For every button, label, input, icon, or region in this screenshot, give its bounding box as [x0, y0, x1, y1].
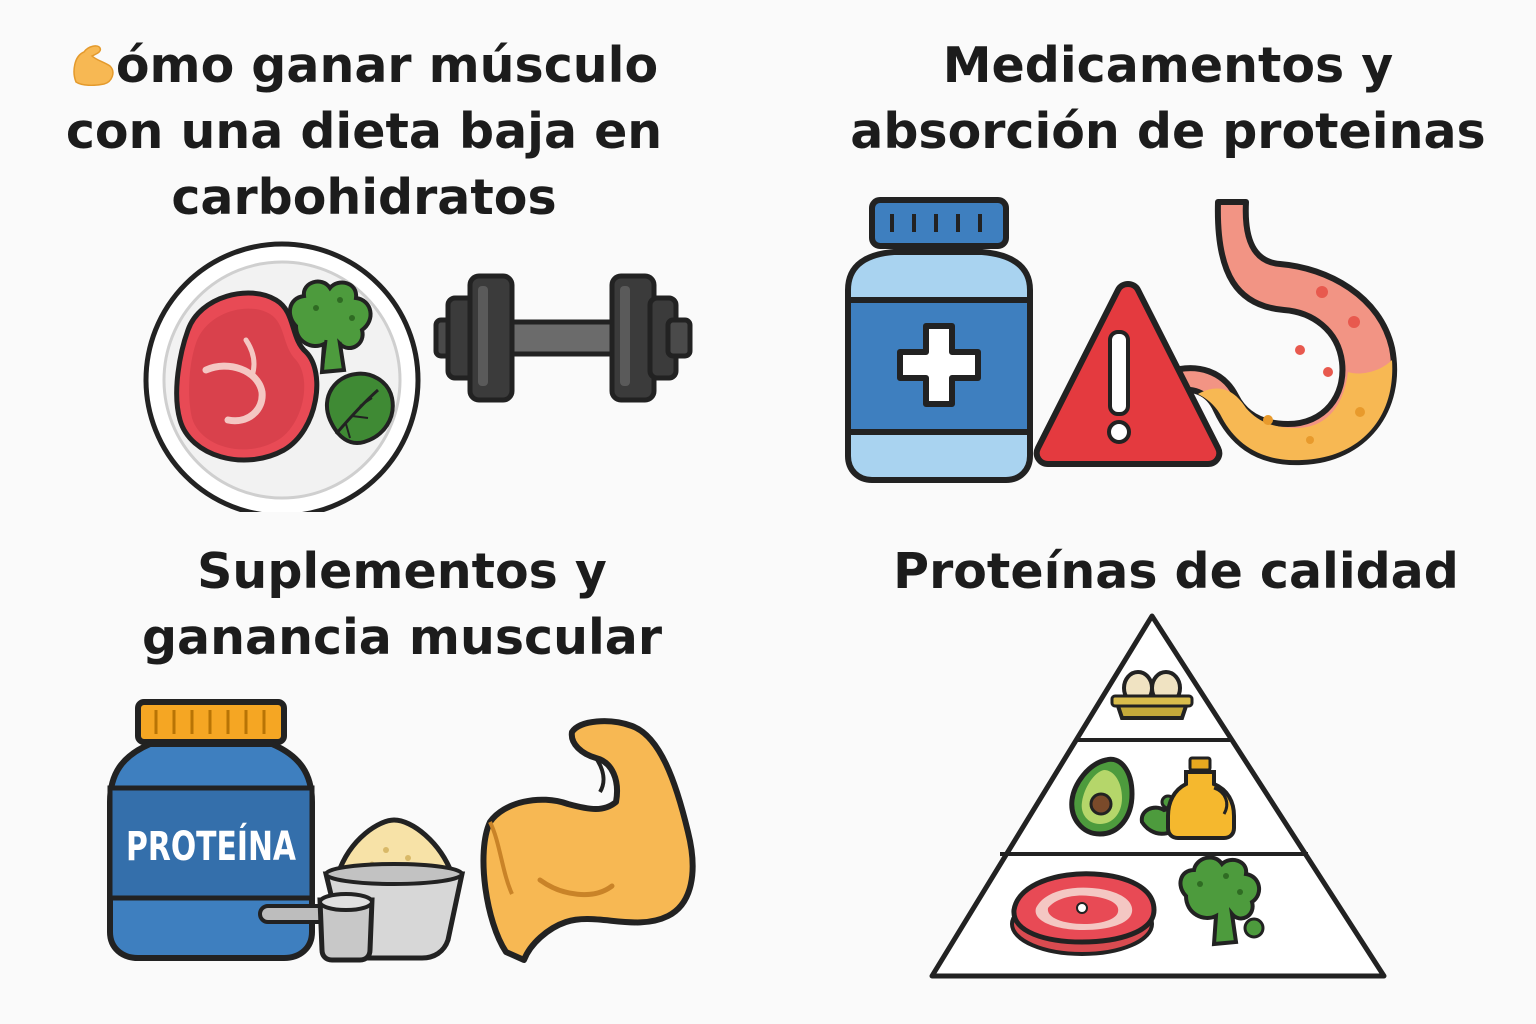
panel-title: ómo ganar músculo con una dieta baja en … — [0, 33, 748, 231]
panel-title: Proteínas de calidad — [792, 539, 1536, 605]
spinach-leaf-icon — [324, 371, 395, 445]
title-line-1: ómo ganar músculo — [0, 33, 748, 99]
medicine-bottle-icon — [845, 197, 1033, 483]
panel-title: Suplementos y ganancia muscular — [18, 539, 786, 671]
protein-jar-icon: PROTEÍNA — [107, 699, 315, 961]
panel-medication-absorption: Medicamentos y absorción de proteinas — [768, 0, 1536, 512]
title-line-1: Proteínas de calidad — [893, 543, 1459, 600]
title-line-2: absorción de proteinas — [850, 103, 1486, 160]
oil-bottle-icon — [1166, 756, 1236, 840]
title-line-3: carbohidratos — [171, 169, 557, 226]
panel-title: Medicamentos y absorción de proteinas — [784, 33, 1536, 165]
eggs-icon — [1110, 670, 1194, 720]
panel-3-illustration: PROTEÍNA — [107, 699, 696, 963]
title-line-1: Suplementos y — [197, 543, 607, 600]
warning-triangle-icon — [1033, 281, 1223, 467]
scoop-icon — [258, 892, 375, 963]
steak-icon — [1010, 871, 1157, 956]
panel-4-illustration — [929, 613, 1387, 979]
panel-2-illustration — [845, 197, 1398, 483]
panel-low-carb-muscle: ómo ganar músculo con una dieta baja en … — [0, 0, 768, 512]
title-line-1: Medicamentos y — [942, 37, 1394, 94]
flexed-biceps-icon — [73, 45, 114, 86]
flexed-arm-icon — [480, 718, 696, 963]
jar-label: PROTEÍNA — [126, 822, 296, 870]
broccoli-icon — [287, 279, 373, 375]
panel-1-illustration — [143, 241, 693, 512]
title-line-2: con una dieta baja en — [65, 103, 663, 160]
title-line-2: ganancia muscular — [141, 609, 662, 666]
panel-quality-proteins: Proteínas de calidad — [768, 512, 1536, 1024]
panel-supplements: Suplementos y ganancia muscular PROTEÍNA — [0, 512, 768, 1024]
avocado-icon — [1069, 756, 1135, 837]
broccoli-icon — [1178, 855, 1265, 947]
food-pyramid-icon — [929, 613, 1387, 979]
dumbbell-icon — [433, 273, 693, 403]
